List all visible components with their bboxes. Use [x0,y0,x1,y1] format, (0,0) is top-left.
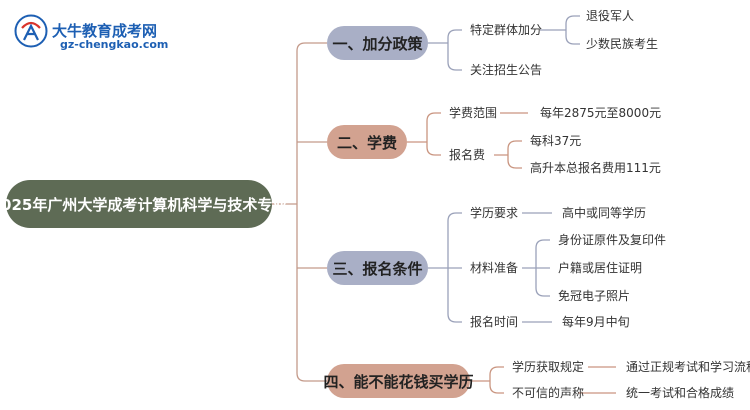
node-untrusted-claims-value: 统一考试和合格成绩 [626,386,735,400]
node-fee-per-subject: 每科37元 [530,134,582,148]
node-degree-rules: 学历获取规定 [512,360,585,374]
branch-registration-requirements: 三、报名条件 [327,251,428,285]
connector-b1-groups [540,15,580,45]
connector-central-b4 [296,204,327,382]
node-photo: 免冠电子照片 [558,289,631,303]
node-registration-time-value: 每年9月中旬 [562,315,630,329]
node-fee-range: 学费范围 [449,106,498,120]
node-minority-candidates: 少数民族考生 [586,37,659,51]
branch-tuition: 二、学费 [327,125,407,159]
connector-b1-children [428,29,462,71]
node-specific-groups: 特定群体加分 [470,23,543,37]
connector-b2-children [407,112,441,156]
logo-icon [14,14,48,48]
logo-title: 大牛教育成考网 [52,22,158,40]
node-fee-range-value: 每年2875元至8000元 [540,106,662,120]
branch-bonus-policy: 一、加分政策 [327,26,428,60]
node-id-card: 身份证原件及复印件 [558,233,667,247]
node-education-requirement: 学历要求 [470,206,519,220]
node-registration-time: 报名时间 [470,315,519,329]
connector-b3-children [428,212,462,323]
node-material-preparation: 材料准备 [470,261,519,275]
central-topic: 2025年广州大学成考计算机科学与技术专业 [0,180,287,228]
connector-b2-regfee [494,140,522,169]
connector-b3-materials [522,239,550,297]
node-household-proof: 户籍或居住证明 [558,261,643,275]
connector-central-b1 [296,42,327,204]
node-admission-notice: 关注招生公告 [470,63,543,77]
node-degree-rules-value: 通过正规考试和学习流程 [626,360,750,374]
branch-buy-degree: 四、能不能花钱买学历 [324,364,474,398]
node-untrusted-claims: 不可信的声称 [512,386,585,400]
node-total-registration-fee: 高升本总报名费用111元 [530,161,661,175]
connector-b4-children [470,366,504,394]
logo-url: gz-chengkao.com [60,38,169,51]
node-veterans: 退役军人 [586,9,635,23]
node-education-requirement-value: 高中或同等学历 [562,206,647,220]
node-registration-fee: 报名费 [449,148,486,162]
